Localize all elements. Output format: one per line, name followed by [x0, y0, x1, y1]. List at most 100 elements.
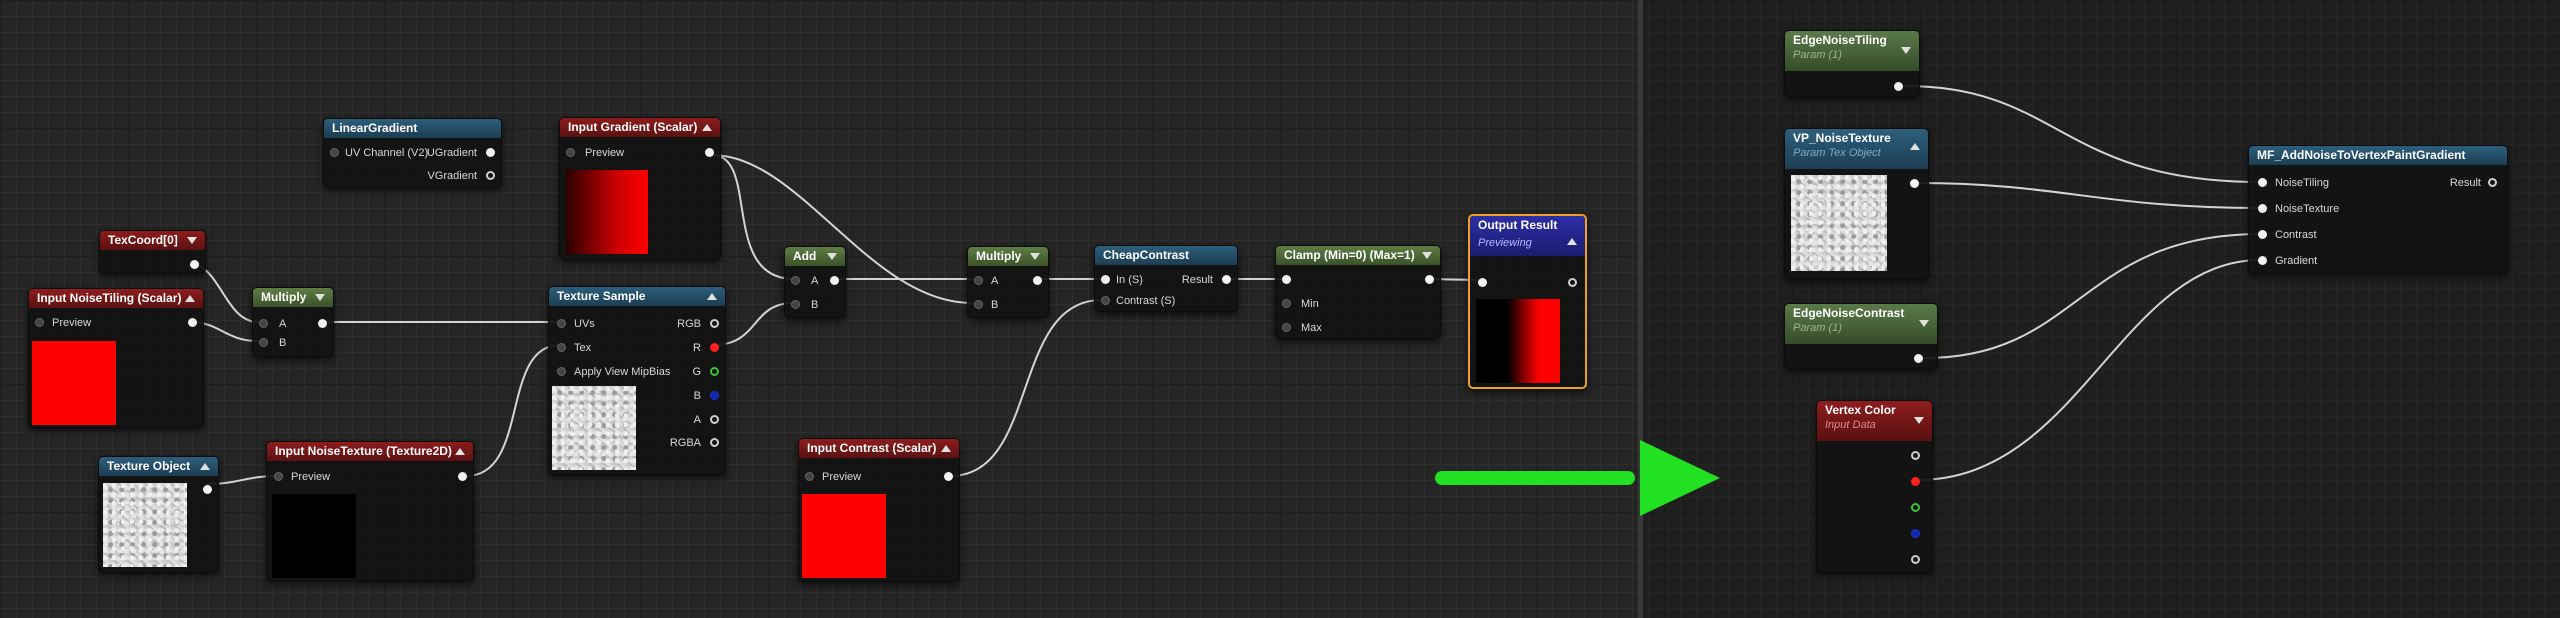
node-edge-noise-contrast[interactable]: EdgeNoiseContrast Param (1) — [1784, 303, 1938, 369]
node-vp-noise-texture[interactable]: VP_NoiseTexture Param Tex Object — [1784, 128, 1929, 280]
node-header[interactable]: Multiply — [968, 247, 1048, 266]
node-input-contrast[interactable]: Input Contrast (Scalar) Preview — [798, 438, 960, 582]
output-pin-r[interactable] — [710, 343, 719, 352]
output-pin[interactable] — [1568, 278, 1577, 287]
input-pin-contrast[interactable] — [2258, 230, 2267, 239]
node-header[interactable]: TexCoord[0] — [100, 231, 205, 250]
node-header[interactable]: Clamp (Min=0) (Max=1) — [1276, 246, 1440, 265]
triangle-down-icon[interactable] — [1914, 417, 1924, 424]
triangle-up-icon[interactable] — [1910, 143, 1920, 150]
input-pin[interactable] — [805, 472, 814, 481]
triangle-up-icon[interactable] — [702, 124, 712, 131]
output-pin-g[interactable] — [710, 367, 719, 376]
output-pin-rgb[interactable] — [1911, 451, 1920, 460]
triangle-down-icon[interactable] — [827, 253, 837, 260]
node-linear-gradient[interactable]: LinearGradient UV Channel (V2) UGradient… — [323, 118, 502, 188]
node-header[interactable]: Input NoiseTiling (Scalar) — [29, 289, 203, 308]
input-pin-b[interactable] — [791, 300, 800, 309]
input-pin-in[interactable] — [1101, 275, 1110, 284]
node-cheap-contrast[interactable]: CheapContrast In (S) Result Contrast (S) — [1094, 245, 1238, 312]
input-pin[interactable] — [35, 318, 44, 327]
input-pin-b[interactable] — [259, 338, 268, 347]
triangle-up-icon[interactable] — [1567, 238, 1577, 245]
output-pin-g[interactable] — [1911, 503, 1920, 512]
input-pin[interactable] — [1282, 275, 1291, 284]
node-multiply[interactable]: Multiply A B — [252, 287, 334, 357]
node-header[interactable]: Output Result Previewing — [1470, 216, 1585, 256]
node-header[interactable]: Add — [785, 247, 845, 266]
input-pin-a[interactable] — [791, 276, 800, 285]
triangle-up-icon[interactable] — [707, 293, 717, 300]
input-pin-a[interactable] — [259, 319, 268, 328]
node-header[interactable]: Vertex Color Input Data — [1817, 401, 1932, 441]
node-mf-add-noise-to-vertex-paint-gradient[interactable]: MF_AddNoiseToVertexPaintGradient NoiseTi… — [2248, 145, 2508, 274]
output-pin[interactable] — [486, 148, 495, 157]
node-texture-object[interactable]: Texture Object — [98, 456, 219, 573]
node-header[interactable]: EdgeNoiseTiling Param (1) — [1785, 31, 1919, 71]
node-header[interactable]: VP_NoiseTexture Param Tex Object — [1785, 129, 1928, 169]
input-pin-max[interactable] — [1282, 323, 1291, 332]
input-pin-a[interactable] — [974, 276, 983, 285]
output-pin[interactable] — [1425, 275, 1434, 284]
node-add[interactable]: Add A B — [784, 246, 846, 318]
triangle-down-icon[interactable] — [187, 237, 197, 244]
node-input-noise-tiling[interactable]: Input NoiseTiling (Scalar) Preview — [28, 288, 204, 428]
output-pin[interactable] — [1910, 179, 1919, 188]
output-pin[interactable] — [1222, 275, 1231, 284]
node-input-gradient[interactable]: Input Gradient (Scalar) Preview — [559, 117, 721, 260]
output-pin[interactable] — [830, 276, 839, 285]
triangle-down-icon[interactable] — [1919, 320, 1929, 327]
node-edge-noise-tiling[interactable]: EdgeNoiseTiling Param (1) — [1784, 30, 1920, 97]
node-texcoord[interactable]: TexCoord[0] — [99, 230, 206, 274]
node-header[interactable]: Input Contrast (Scalar) — [799, 439, 959, 458]
output-pin-rgb[interactable] — [710, 319, 719, 328]
output-pin[interactable] — [458, 472, 467, 481]
input-pin[interactable] — [566, 148, 575, 157]
node-header[interactable]: LinearGradient — [324, 119, 501, 138]
output-pin-b[interactable] — [710, 391, 719, 400]
input-pin-mip[interactable] — [557, 367, 566, 376]
node-header[interactable]: Texture Object — [99, 457, 218, 476]
input-pin-tex[interactable] — [557, 343, 566, 352]
output-pin[interactable] — [1033, 276, 1042, 285]
triangle-up-icon[interactable] — [941, 445, 951, 452]
node-output-result[interactable]: Output Result Previewing — [1468, 214, 1587, 389]
node-header[interactable]: Input NoiseTexture (Texture2D) — [267, 442, 473, 461]
output-pin[interactable] — [705, 148, 714, 157]
input-pin-noise-tiling[interactable] — [2258, 178, 2267, 187]
input-pin-gradient[interactable] — [2258, 256, 2267, 265]
node-clamp[interactable]: Clamp (Min=0) (Max=1) Min Max — [1275, 245, 1441, 339]
triangle-down-icon[interactable] — [1422, 252, 1432, 259]
input-pin[interactable] — [330, 148, 339, 157]
input-pin[interactable] — [1478, 278, 1487, 287]
node-header[interactable]: CheapContrast — [1095, 246, 1237, 265]
triangle-up-icon[interactable] — [185, 295, 195, 302]
output-pin[interactable] — [1914, 354, 1923, 363]
triangle-up-icon[interactable] — [455, 448, 465, 455]
input-pin-contrast[interactable] — [1101, 296, 1110, 305]
input-pin-min[interactable] — [1282, 299, 1291, 308]
output-pin[interactable] — [203, 485, 212, 494]
output-pin[interactable] — [318, 319, 327, 328]
input-pin-uvs[interactable] — [557, 319, 566, 328]
node-header[interactable]: Texture Sample — [549, 287, 725, 306]
output-pin[interactable] — [1894, 82, 1903, 91]
input-pin[interactable] — [274, 472, 283, 481]
output-pin-a[interactable] — [1911, 555, 1920, 564]
input-pin-b[interactable] — [974, 300, 983, 309]
output-pin[interactable] — [486, 171, 495, 180]
output-pin[interactable] — [2488, 178, 2497, 187]
node-vertex-color[interactable]: Vertex Color Input Data — [1816, 400, 1933, 573]
output-pin-r[interactable] — [1911, 477, 1920, 486]
node-texture-sample[interactable]: Texture Sample UVs RGB Tex R Apply View … — [548, 286, 726, 475]
output-pin[interactable] — [190, 260, 199, 269]
node-multiply[interactable]: Multiply A B — [967, 246, 1049, 318]
node-header[interactable]: EdgeNoiseContrast Param (1) — [1785, 304, 1937, 344]
node-input-noise-texture[interactable]: Input NoiseTexture (Texture2D) Preview — [266, 441, 474, 581]
output-pin-a[interactable] — [710, 415, 719, 424]
input-pin-noise-texture[interactable] — [2258, 204, 2267, 213]
output-pin-b[interactable] — [1911, 529, 1920, 538]
triangle-down-icon[interactable] — [315, 294, 325, 301]
node-header[interactable]: Multiply — [253, 288, 333, 307]
output-pin[interactable] — [188, 318, 197, 327]
